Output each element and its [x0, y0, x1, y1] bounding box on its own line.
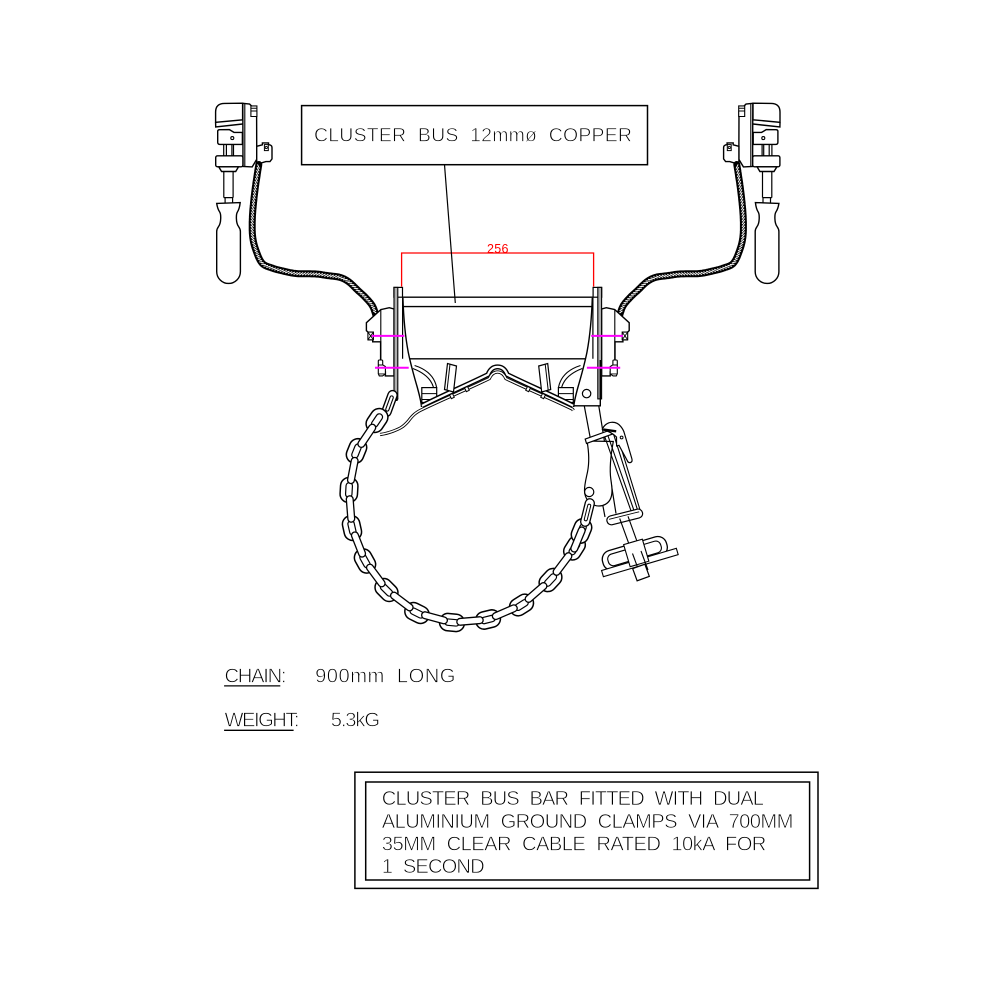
svg-text:900mm LONG: 900mm LONG	[315, 665, 455, 687]
svg-text:WEIGHT:: WEIGHT:	[225, 710, 300, 732]
svg-text:256: 256	[487, 242, 509, 256]
svg-text:CLUSTER BUS BAR FITTED WITH DU: CLUSTER BUS BAR FITTED WITH DUAL	[382, 788, 764, 810]
svg-text:35MM CLEAR CABLE RATED 10kA FO: 35MM CLEAR CABLE RATED 10kA FOR	[382, 834, 767, 856]
svg-text:5.3kG: 5.3kG	[331, 710, 380, 732]
svg-text:CHAIN:: CHAIN:	[225, 665, 287, 687]
svg-text:1 SECOND: 1 SECOND	[382, 856, 485, 878]
svg-text:ALUMINIUM GROUND CLAMPS VIA 70: ALUMINIUM GROUND CLAMPS VIA 700MM	[382, 811, 794, 833]
svg-text:CLUSTER BUS 12mmø COPPER: CLUSTER BUS 12mmø COPPER	[314, 124, 632, 146]
